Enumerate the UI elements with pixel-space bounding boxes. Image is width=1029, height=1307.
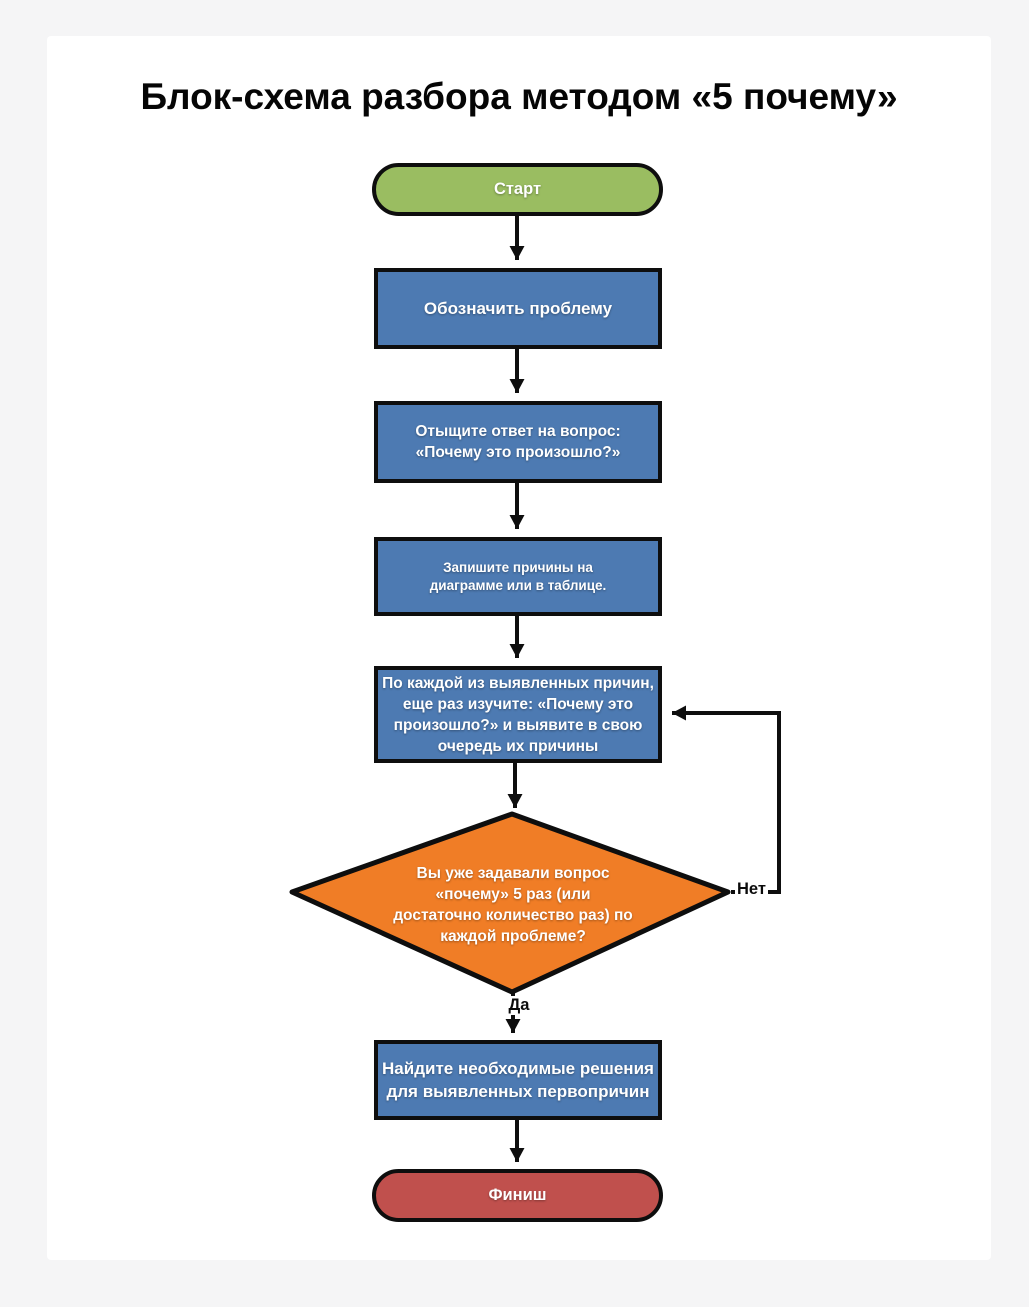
decision-diamond-label: Вы уже задавали вопрос «почему» 5 раз (и… bbox=[393, 865, 633, 945]
node-start-label: Старт bbox=[493, 180, 542, 198]
node-step4-label: По каждой из выявленных причин, еще раз … bbox=[382, 674, 654, 755]
page-title: Блок-схема разбора методом «5 почему» bbox=[140, 76, 898, 117]
node-step1-label: Обозначить проблему bbox=[423, 298, 613, 318]
node-step2-find-answer: Отыщите ответ на вопрос: «Почему это про… bbox=[374, 401, 662, 483]
node-step3-label: Запишите причины на диаграмме или в табл… bbox=[429, 559, 607, 593]
connector-decision-step4-no-loop bbox=[672, 705, 781, 894]
decision-diamond-shape bbox=[289, 811, 731, 995]
node-step1-define-problem: Обозначить проблему bbox=[374, 268, 662, 349]
node-step5-label: Найдите необходимые решения для выявленн… bbox=[382, 1059, 654, 1101]
node-step4-examine-causes: По каждой из выявленных причин, еще раз … bbox=[374, 666, 662, 763]
node-step2-label: Отыщите ответ на вопрос: «Почему это про… bbox=[415, 423, 621, 461]
edge-label-no: Нет bbox=[735, 880, 768, 899]
node-step5-find-solutions: Найдите необходимые решения для выявленн… bbox=[374, 1040, 662, 1120]
node-finish-label: Финиш bbox=[488, 1186, 547, 1204]
node-step3-record-causes: Запишите причины на диаграмме или в табл… bbox=[374, 537, 662, 616]
node-start: Старт bbox=[372, 163, 663, 216]
node-finish: Финиш bbox=[372, 1169, 663, 1222]
edge-label-yes: Да bbox=[499, 996, 539, 1015]
